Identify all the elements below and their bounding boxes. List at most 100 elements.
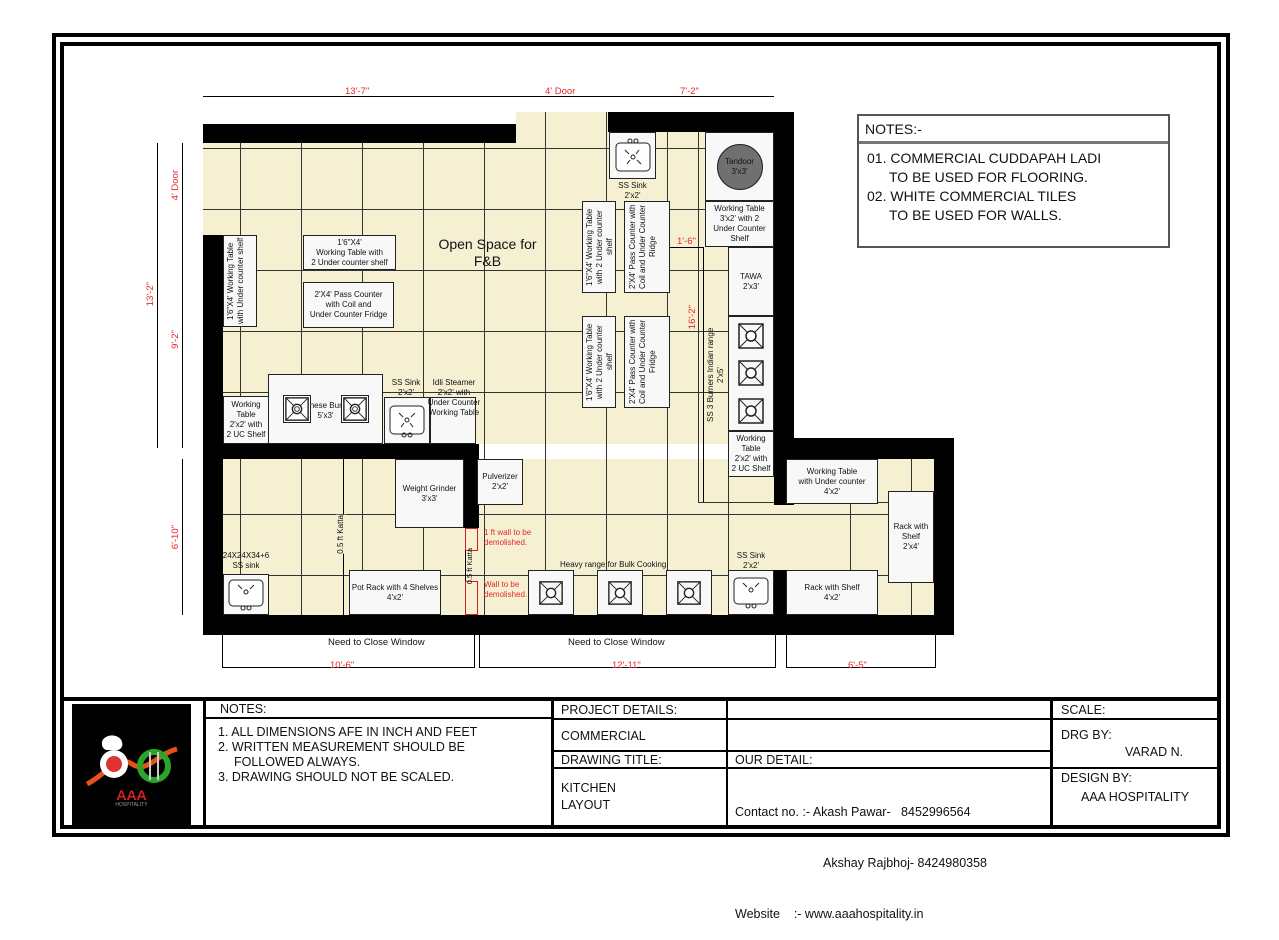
katta-1: 0.5 ft Katta bbox=[336, 515, 346, 554]
wall-far-right bbox=[934, 438, 954, 635]
dim-inner-2: 16'-2" bbox=[687, 305, 698, 330]
burner-icon bbox=[676, 580, 702, 606]
title-block-divider bbox=[60, 697, 1221, 701]
burner-icon bbox=[737, 397, 765, 425]
heavy-range-label: Heavy range for Bulk Cooking bbox=[560, 560, 667, 569]
contact-details: Contact no. :- Akash Pawar- 8452996564 A… bbox=[735, 770, 987, 940]
title-block-notes: 1. ALL DIMENSIONS AFE IN INCH AND FEET 2… bbox=[218, 725, 478, 784]
sink-icon bbox=[609, 132, 656, 179]
window-note-1: Need to Close Window bbox=[328, 637, 425, 648]
window-note-2: Need to Close Window bbox=[568, 637, 665, 648]
burner-icon bbox=[737, 322, 765, 350]
wall-stub-1 bbox=[774, 570, 786, 615]
dim-top-door: 4' Door bbox=[545, 86, 576, 97]
dim-left-total: 13'-2" bbox=[145, 282, 156, 307]
notes-box-title: NOTES:- bbox=[859, 116, 1168, 144]
drawing-title-label: DRAWING TITLE: bbox=[561, 753, 662, 767]
dim-left-mid: 9'-2" bbox=[170, 330, 181, 349]
working-table-vertical-1: 1'6"X4' Working Table with 2 Under count… bbox=[582, 201, 616, 293]
logo-sub: HOSPITALITY bbox=[115, 802, 148, 808]
drg-by-label: DRG BY: bbox=[1061, 728, 1112, 742]
contact-line-1: Contact no. :- Akash Pawar- 8452996564 bbox=[735, 805, 971, 819]
wall-mid-vertical bbox=[464, 444, 479, 528]
idli-steamer bbox=[430, 397, 476, 444]
pass-counter-vertical-2: 2'X4' Pass Counter with Coil and Under C… bbox=[624, 316, 670, 408]
wall-right-step bbox=[774, 438, 954, 459]
working-table-left-vertical: 1'6"X4' Working Table with Under counter… bbox=[223, 235, 257, 327]
website-line: Website :- www.aaahospitality.in bbox=[735, 907, 924, 921]
wall-right-upper bbox=[774, 112, 794, 505]
notes-box-line: TO BE USED FOR WALLS. bbox=[889, 207, 1062, 223]
indian-range bbox=[728, 316, 774, 431]
dim-top-1: 13'-7" bbox=[345, 86, 370, 97]
drawing-title-value: KITCHEN LAYOUT bbox=[561, 781, 616, 812]
working-table-vertical-2: 1'6"X4' Working Table with 2 Under count… bbox=[582, 316, 616, 408]
burner-icon bbox=[283, 395, 311, 423]
burner-icon bbox=[341, 395, 369, 423]
notes-title: NOTES: bbox=[206, 701, 552, 719]
logo-brand: AAA bbox=[116, 787, 147, 803]
logo: AAA HOSPITALITY bbox=[72, 704, 191, 825]
logo-icon bbox=[85, 735, 178, 787]
wall-top-right bbox=[608, 112, 794, 132]
notes-box-line: 02. WHITE COMMERCIAL TILES bbox=[867, 188, 1077, 204]
contact-line-2: Akshay Rajbhoj- 8424980358 bbox=[823, 856, 988, 870]
dim-top-3: 7'-2" bbox=[680, 86, 699, 97]
heavy-range-burner-2 bbox=[597, 570, 643, 615]
wall-mid bbox=[203, 444, 479, 459]
wall-top-left bbox=[203, 124, 516, 143]
indian-range-label: SS 3 Burners Indian range 2'x5' bbox=[706, 327, 725, 423]
open-space-label: Open Space for F&B bbox=[438, 236, 537, 269]
scale-label: SCALE: bbox=[1061, 703, 1106, 717]
dim-left-door: 4' Door bbox=[170, 170, 181, 201]
dim-inner-1: 1'-6" bbox=[677, 236, 696, 247]
dim-bottom-3: 6'-5" bbox=[848, 660, 867, 671]
drawing-frame-inner bbox=[60, 42, 1221, 829]
burner-icon bbox=[538, 580, 564, 606]
sink-icon bbox=[728, 570, 774, 615]
notes-box: NOTES:- 01. COMMERCIAL CUDDAPAH LADI TO … bbox=[857, 114, 1170, 248]
burner-icon bbox=[737, 359, 765, 387]
notes-box-line: TO BE USED FOR FLOORING. bbox=[889, 169, 1088, 185]
heavy-range-burner-3 bbox=[666, 570, 712, 615]
wall-left-upper bbox=[203, 235, 223, 635]
burner-icon bbox=[607, 580, 633, 606]
dim-left-lower: 6'-10" bbox=[170, 525, 181, 550]
design-by-value: AAA HOSPITALITY bbox=[1081, 790, 1190, 804]
project-details-label: PROJECT DETAILS: bbox=[561, 703, 678, 717]
pass-counter-vertical-1: 2'X4' Pass Counter with Coil and Under C… bbox=[624, 201, 670, 293]
dim-bottom-1: 10'-6" bbox=[330, 660, 355, 671]
katta-2: 0.5 ft Katta bbox=[465, 548, 474, 585]
wall-stub-2 bbox=[774, 459, 786, 504]
dim-bottom-2: 12'-11" bbox=[612, 660, 641, 671]
drawing-frame-outer bbox=[52, 33, 1230, 837]
notes-box-line: 01. COMMERCIAL CUDDAPAH LADI bbox=[867, 150, 1102, 166]
our-detail-label: OUR DETAIL: bbox=[735, 753, 813, 767]
sink-icon bbox=[223, 574, 269, 615]
sink-icon bbox=[384, 397, 430, 444]
drg-by-value: VARAD N. bbox=[1125, 745, 1184, 759]
project-details-value: COMMERCIAL bbox=[561, 729, 646, 743]
design-by-label: DESIGN BY: bbox=[1061, 771, 1132, 785]
